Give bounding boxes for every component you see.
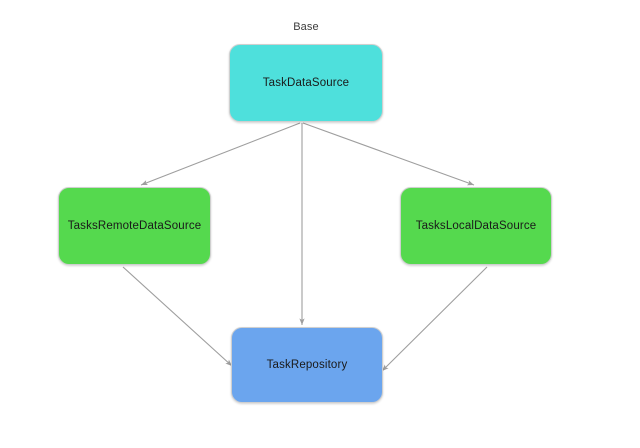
node-label-task-data-source: TaskDataSource [262,77,350,89]
edge-base-to-local [302,122,475,186]
node-tasks-remote-data-source[interactable]: TasksRemoteDataSource [58,187,211,265]
edge-local-to-repository [381,266,488,372]
node-label-task-repository: TaskRepository [266,359,348,371]
edge-remote-to-repository [122,266,233,367]
node-task-data-source[interactable]: TaskDataSource [229,44,383,122]
node-label-tasks-remote-data-source: TasksRemoteDataSource [67,220,202,232]
edge-base-to-remote [140,122,301,186]
node-task-repository[interactable]: TaskRepository [231,327,383,403]
node-tasks-local-data-source[interactable]: TasksLocalDataSource [400,187,552,265]
group-label-base: Base [293,21,319,33]
node-label-tasks-local-data-source: TasksLocalDataSource [415,220,537,232]
